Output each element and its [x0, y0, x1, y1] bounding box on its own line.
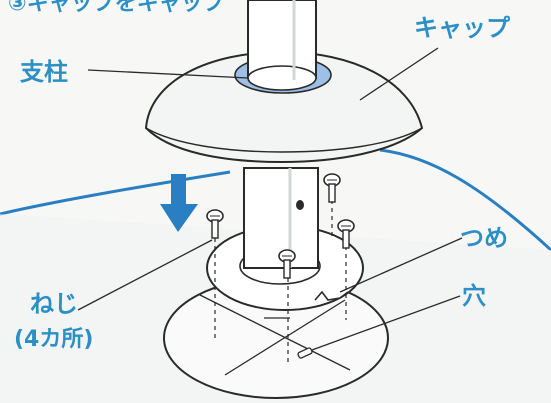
pole-upper-base — [247, 65, 317, 91]
screw-icon — [278, 249, 296, 279]
label-cap: キャップ — [414, 14, 511, 42]
pole-hole — [296, 200, 304, 210]
base-slot-b — [224, 299, 346, 376]
screw-icon — [323, 173, 341, 203]
screw-icon — [206, 209, 224, 239]
down-arrow-icon — [160, 174, 198, 232]
hole-marker — [297, 347, 313, 359]
claw-notch — [314, 290, 349, 301]
tabletop-edge-left — [0, 170, 231, 216]
label-screw: ねじ — [30, 290, 78, 318]
leader-lines — [77, 47, 463, 351]
label-pole: 支柱 — [20, 58, 68, 86]
cap-rim — [145, 127, 423, 153]
label-hole: 穴 — [462, 282, 486, 310]
screw-icon — [337, 219, 355, 249]
tabletop-edge-right — [379, 148, 551, 252]
screw-guides — [214, 200, 347, 365]
pole-upper — [247, 0, 317, 79]
label-claw: つめ — [460, 224, 508, 252]
label-screw-count: (4カ所) — [14, 327, 93, 352]
base-slot-a — [199, 294, 351, 371]
header-fragment: ③キャップをキャップ — [8, 0, 226, 16]
cap-dome — [144, 50, 424, 164]
